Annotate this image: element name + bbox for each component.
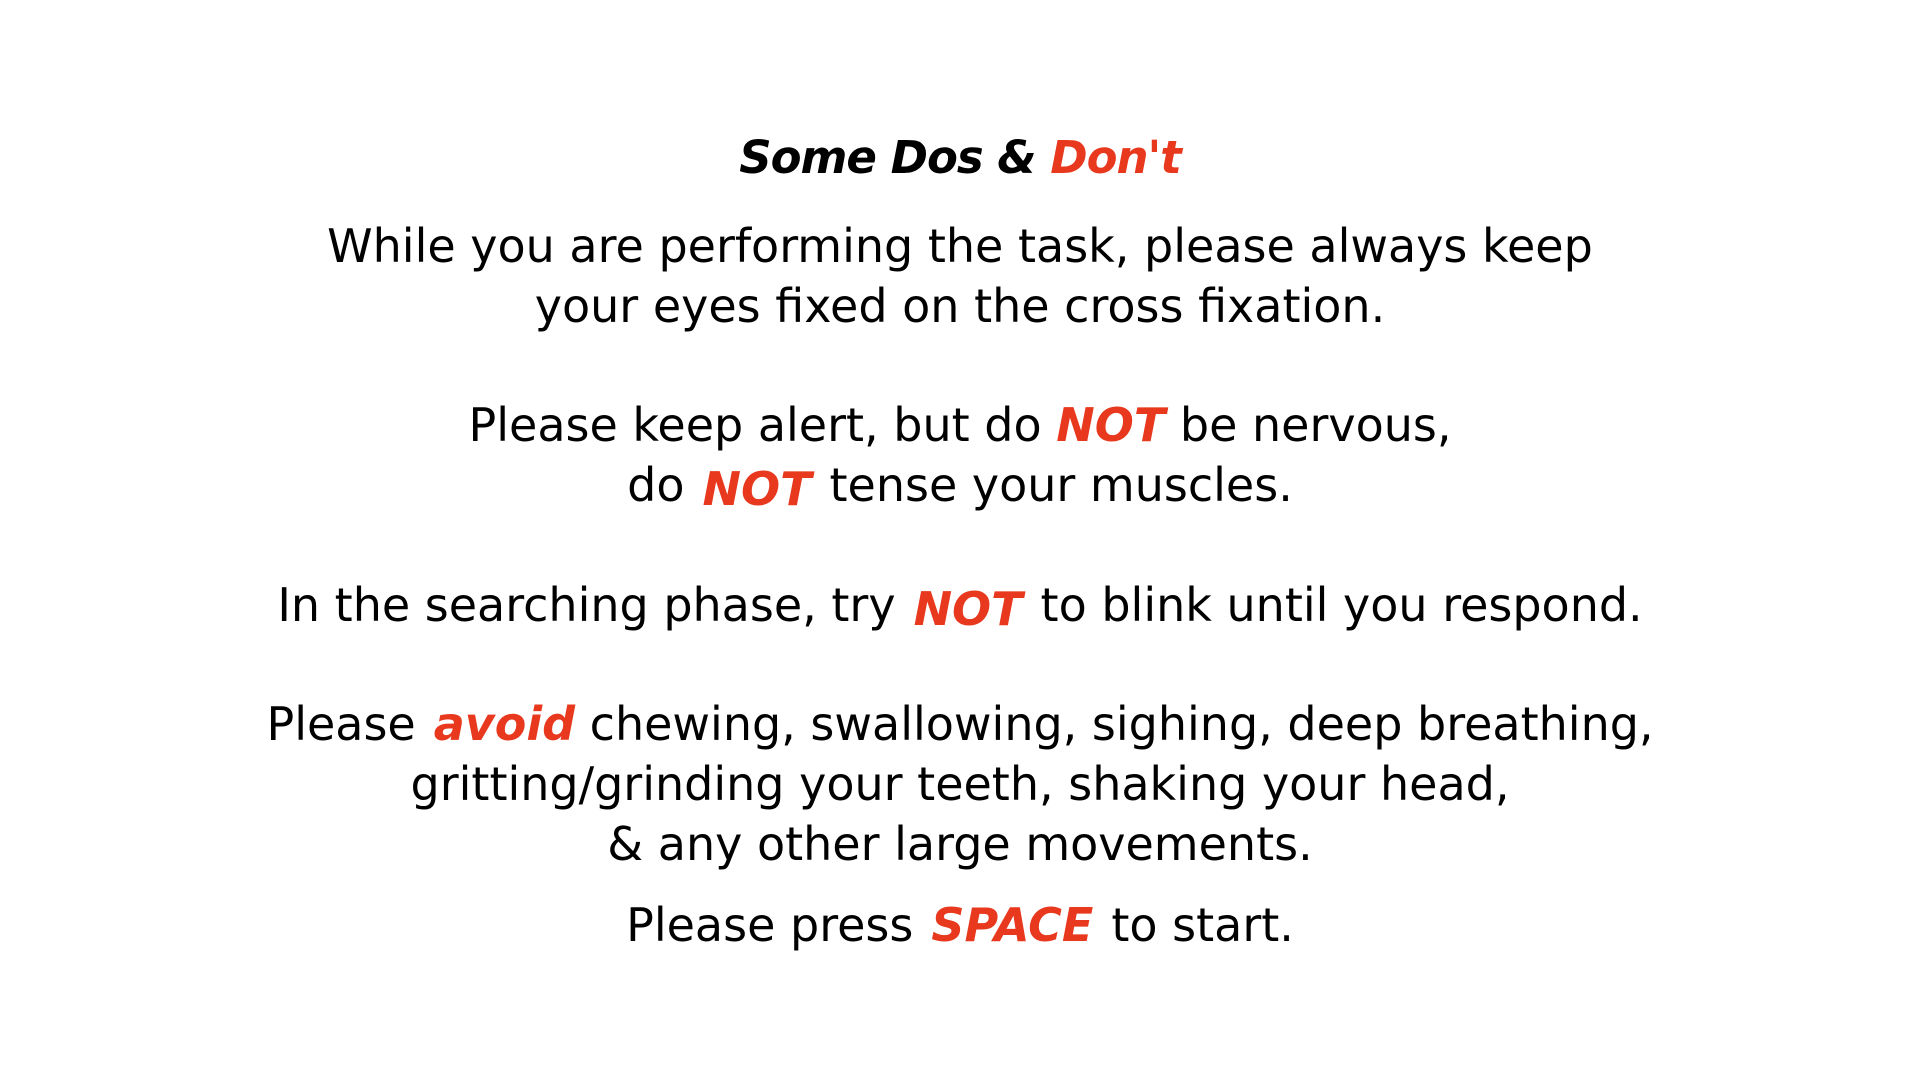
not-emphasis: NOT bbox=[913, 582, 1023, 636]
title-text-dos: Some Dos & bbox=[739, 131, 1051, 184]
space-key-label: SPACE bbox=[931, 898, 1094, 952]
fixation-text-1: While you are performing the task, pleas… bbox=[327, 219, 1593, 273]
instruction-line-alert: Please keep alert, but do NOT be nervous… bbox=[0, 395, 1920, 455]
alert-text-pre: Please keep alert, but do bbox=[468, 398, 1057, 452]
not-emphasis: NOT bbox=[702, 462, 812, 516]
instruction-line-muscles: do NOT tense your muscles. bbox=[0, 455, 1920, 516]
avoid-emphasis: avoid bbox=[433, 697, 576, 751]
instruction-line-fixation-1: While you are performing the task, pleas… bbox=[0, 216, 1920, 276]
muscles-text-post: tense your muscles. bbox=[829, 458, 1293, 512]
instruction-line-avoid-3: & any other large movements. bbox=[0, 814, 1920, 874]
blink-text-post: to blink until you respond. bbox=[1040, 578, 1643, 632]
not-emphasis: NOT bbox=[1056, 398, 1166, 452]
avoid-text-post: chewing, swallowing, sighing, deep breat… bbox=[575, 697, 1654, 751]
prompt-text-post: to start. bbox=[1111, 898, 1294, 952]
title-text-dont: Don't bbox=[1050, 131, 1182, 184]
avoid-text-2: gritting/grinding your teeth, shaking yo… bbox=[410, 757, 1510, 811]
instruction-line-avoid-1: Please avoid chewing, swallowing, sighing… bbox=[0, 694, 1920, 754]
fixation-text-2: your eyes fixed on the cross fixation. bbox=[534, 279, 1386, 333]
avoid-text-pre: Please bbox=[266, 697, 416, 751]
instruction-line-avoid-2: gritting/grinding your teeth, shaking yo… bbox=[0, 754, 1920, 814]
muscles-text-pre: do bbox=[627, 458, 685, 512]
instruction-line-fixation-2: your eyes fixed on the cross fixation. bbox=[0, 276, 1920, 336]
avoid-text-3: & any other large movements. bbox=[607, 817, 1313, 871]
start-prompt: Please press SPACE to start. bbox=[0, 895, 1920, 955]
alert-text-post: be nervous, bbox=[1165, 398, 1452, 452]
instruction-line-blink: In the searching phase, try NOT to blink u… bbox=[0, 575, 1920, 636]
prompt-text-pre: Please press bbox=[626, 898, 914, 952]
blink-text-pre: In the searching phase, try bbox=[277, 578, 896, 632]
instruction-title: Some Dos & Don't bbox=[0, 128, 1920, 188]
